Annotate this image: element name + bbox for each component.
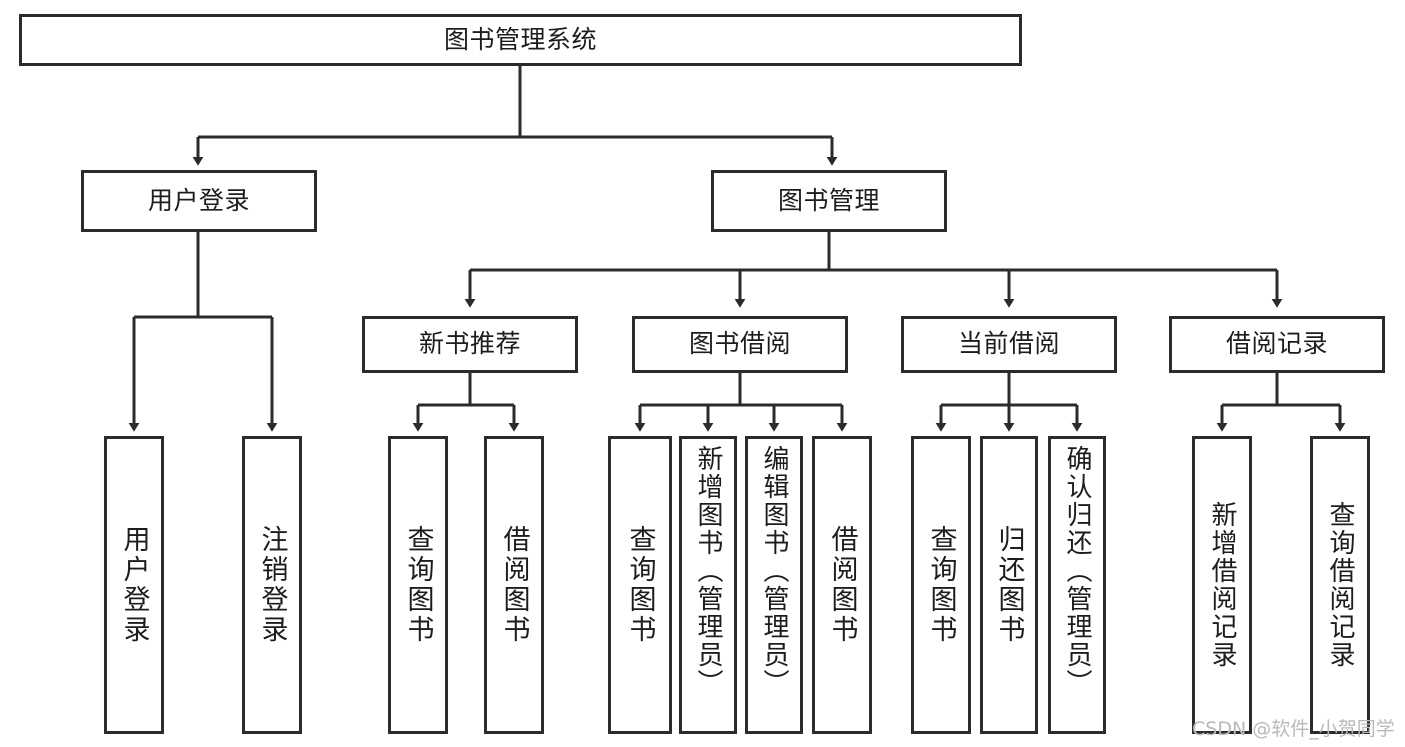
node-label: 当前借阅	[957, 329, 1060, 359]
node-current-borrow[interactable]: 当前借阅	[901, 316, 1117, 373]
node-label: 新书推荐	[418, 329, 521, 359]
node-borrow-record[interactable]: 借阅记录	[1169, 316, 1385, 373]
node-label: 图书管理	[777, 185, 880, 215]
node-label: 借阅图书	[498, 525, 530, 645]
leaf-return-book[interactable]: 归还图书	[980, 436, 1038, 734]
leaf-borrow-book-recommend[interactable]: 借阅图书	[484, 436, 544, 734]
node-label: 编辑图书（管理员）	[759, 445, 789, 697]
node-label: 图书管理系统	[443, 24, 597, 54]
node-label: 借阅图书	[826, 525, 858, 645]
leaf-query-book-current[interactable]: 查询图书	[911, 436, 971, 734]
leaf-add-book-admin[interactable]: 新增图书（管理员）	[679, 436, 737, 734]
leaf-logout[interactable]: 注销登录	[242, 436, 302, 734]
leaf-query-book-recommend[interactable]: 查询图书	[388, 436, 448, 734]
node-label: 查询图书	[402, 525, 434, 645]
node-label: 新增借阅记录	[1207, 501, 1237, 669]
node-label: 新增图书（管理员）	[693, 445, 723, 697]
leaf-edit-book-admin[interactable]: 编辑图书（管理员）	[745, 436, 803, 734]
node-root-book-management-system[interactable]: 图书管理系统	[19, 14, 1022, 66]
node-label: 确认归还（管理员）	[1062, 445, 1092, 697]
node-label: 注销登录	[256, 525, 288, 645]
leaf-confirm-return-admin[interactable]: 确认归还（管理员）	[1048, 436, 1106, 734]
leaf-query-borrow-record[interactable]: 查询借阅记录	[1310, 436, 1370, 734]
node-label: 图书借阅	[688, 329, 791, 359]
node-label: 用户登录	[118, 525, 150, 645]
node-label: 查询图书	[925, 525, 957, 645]
node-label: 查询图书	[624, 525, 656, 645]
watermark-text: CSDN @软件_小贺同学	[1192, 718, 1395, 740]
node-label: 查询借阅记录	[1325, 501, 1355, 669]
node-new-book-recommend[interactable]: 新书推荐	[362, 316, 578, 373]
node-book-management[interactable]: 图书管理	[711, 170, 947, 232]
node-user-login[interactable]: 用户登录	[81, 170, 317, 232]
node-label: 借阅记录	[1225, 329, 1328, 359]
node-label: 归还图书	[993, 525, 1025, 645]
leaf-query-book-borrow[interactable]: 查询图书	[608, 436, 672, 734]
leaf-borrow-book[interactable]: 借阅图书	[812, 436, 872, 734]
node-book-borrow[interactable]: 图书借阅	[632, 316, 848, 373]
leaf-user-login[interactable]: 用户登录	[104, 436, 164, 734]
node-label: 用户登录	[147, 185, 250, 215]
leaf-add-borrow-record[interactable]: 新增借阅记录	[1192, 436, 1252, 734]
